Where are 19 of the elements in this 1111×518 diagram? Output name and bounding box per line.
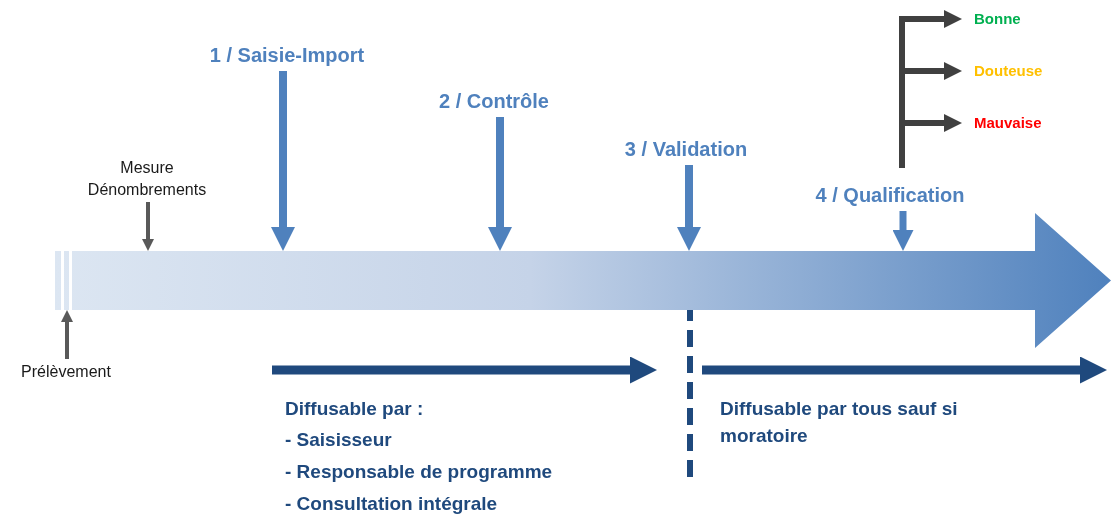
arrow <box>892 211 914 251</box>
list-item: - Saisisseur <box>285 428 392 452</box>
sampling-label: Prélèvement <box>8 361 124 383</box>
quality-label: Douteuse <box>974 61 1064 82</box>
note-text: Diffusable par tous sauf si moratoire <box>720 397 959 448</box>
arrow <box>61 310 73 359</box>
note-text: Diffusable par : <box>285 397 424 421</box>
list-item: - Responsable de programme <box>285 460 553 484</box>
arrow <box>899 114 962 168</box>
measure-label: Mesure Dénombrements <box>84 157 210 201</box>
step-label: 3 / Validation <box>590 136 782 163</box>
arrow <box>142 202 154 251</box>
quality-label: Bonne <box>974 9 1054 30</box>
step-label: 2 / Contrôle <box>400 88 588 115</box>
quality-label: Mauvaise <box>974 113 1064 134</box>
timeline-arrow <box>55 213 1111 348</box>
step-label: 4 / Qualification <box>790 182 990 209</box>
step-label: 1 / Saisie-Import <box>180 42 394 69</box>
list-item: - Consultation intégrale <box>285 492 498 516</box>
